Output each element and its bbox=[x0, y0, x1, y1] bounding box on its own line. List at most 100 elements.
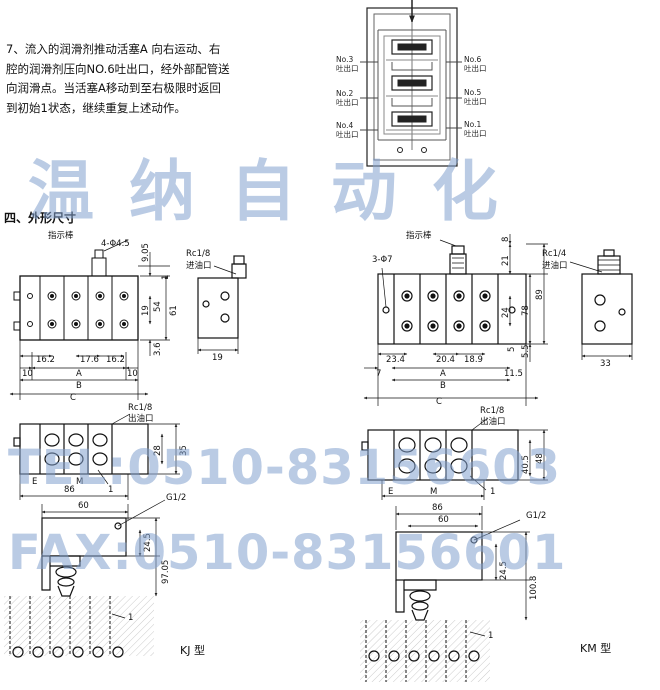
description-line: 向润滑点。当活塞A移动到至右极限时返回 bbox=[6, 81, 221, 95]
svg-text:8: 8 bbox=[501, 237, 511, 242]
svg-text:11.5: 11.5 bbox=[504, 369, 523, 379]
km-top-labels: Rc1/8 出油口 40.5 48 E M 1 bbox=[388, 406, 545, 497]
km-outlet-label: 出油口 bbox=[480, 416, 506, 427]
svg-text:33: 33 bbox=[600, 359, 611, 369]
svg-text:35: 35 bbox=[179, 445, 189, 456]
svg-text:23.4: 23.4 bbox=[386, 355, 405, 365]
svg-text:10: 10 bbox=[22, 369, 33, 379]
km-holes-label: 3-Φ7 bbox=[372, 255, 393, 265]
svg-text:M: M bbox=[76, 477, 83, 487]
svg-text:10: 10 bbox=[127, 369, 138, 379]
svg-text:E: E bbox=[388, 487, 393, 497]
svg-text:A: A bbox=[76, 369, 82, 379]
svg-text:60: 60 bbox=[438, 515, 449, 525]
svg-text:E: E bbox=[32, 477, 37, 487]
svg-text:3.6: 3.6 bbox=[153, 342, 163, 356]
svg-text:B: B bbox=[440, 381, 446, 391]
kj-mount-view bbox=[4, 499, 166, 658]
kj-g-port: G1/2 bbox=[166, 493, 186, 503]
kj-side-view bbox=[197, 255, 247, 354]
outlet-no1-label: No.1 bbox=[464, 120, 481, 129]
kj-top-labels: Rc1/8 出油口 28 35 E M 1 86 bbox=[32, 403, 189, 495]
kj-top-view bbox=[13, 413, 180, 500]
km-inlet-port: Rc1/4 bbox=[542, 249, 566, 259]
description-line: 到初始1状态，继续重复上述动作。 bbox=[6, 100, 186, 115]
description-line: 腔的润滑剂压向NO.6吐出口，经外部配管送 bbox=[6, 61, 230, 76]
svg-text:1: 1 bbox=[161, 275, 171, 280]
svg-text:40.5: 40.5 bbox=[521, 455, 531, 474]
svg-text:19: 19 bbox=[212, 353, 223, 363]
kj-front-view bbox=[9, 239, 170, 400]
km-g-port: G1/2 bbox=[526, 511, 546, 521]
kj-outlet-port: Rc1/8 bbox=[128, 403, 152, 413]
svg-text:89: 89 bbox=[535, 289, 545, 300]
svg-text:A: A bbox=[440, 369, 446, 379]
kj-mount-labels: 60 G1/2 24.5 97.05 1 KJ 型 bbox=[78, 493, 205, 657]
km-side-labels: Rc1/4 进油口 33 bbox=[542, 249, 611, 369]
svg-text:吐出口: 吐出口 bbox=[336, 63, 359, 73]
svg-text:20.4: 20.4 bbox=[436, 355, 455, 365]
description-line: 7、流入的润滑剂推动活塞A 向右运动、右 bbox=[6, 42, 221, 56]
outlet-no5-label: No.5 bbox=[464, 88, 481, 97]
kj-front-labels: 指示棒 4-Φ4.5 16.2 17.6 16.2 10 10 A B C 9.… bbox=[22, 230, 179, 403]
svg-text:吐出口: 吐出口 bbox=[336, 97, 359, 107]
svg-text:24: 24 bbox=[501, 307, 511, 318]
svg-text:1: 1 bbox=[108, 485, 113, 495]
kj-outlet-label: 出油口 bbox=[128, 413, 154, 424]
svg-text:19: 19 bbox=[141, 305, 151, 316]
svg-text:100.8: 100.8 bbox=[529, 576, 539, 600]
svg-text:5.5: 5.5 bbox=[521, 344, 531, 358]
svg-text:24.5: 24.5 bbox=[499, 561, 509, 580]
svg-text:78: 78 bbox=[521, 305, 531, 316]
svg-text:97.05: 97.05 bbox=[161, 560, 171, 584]
outlet-no3-label: No.3 bbox=[336, 55, 353, 64]
svg-text:24.5: 24.5 bbox=[143, 533, 153, 552]
outlet-no2-label: No.2 bbox=[336, 89, 353, 98]
km-mount-labels: 86 60 G1/2 24.5 100.8 1 KM 型 bbox=[432, 503, 611, 655]
kj-model-label: KJ 型 bbox=[180, 643, 205, 657]
svg-text:54: 54 bbox=[153, 301, 163, 312]
svg-text:9.05: 9.05 bbox=[141, 243, 151, 262]
kj-inlet-port: Rc1/8 bbox=[186, 249, 210, 259]
svg-text:吐出口: 吐出口 bbox=[464, 128, 487, 138]
kj-holes-label: 4-Φ4.5 bbox=[101, 239, 130, 249]
svg-text:吐出口: 吐出口 bbox=[464, 63, 487, 73]
km-inlet-label: 进油口 bbox=[542, 260, 568, 271]
svg-text:B: B bbox=[76, 381, 82, 391]
svg-text:28: 28 bbox=[153, 445, 163, 456]
km-front-labels: 指示棒 3-Φ7 8 21 24 78 89 5.5 5 23.4 20.4 1… bbox=[372, 230, 545, 407]
km-front-view bbox=[363, 234, 548, 406]
svg-text:7: 7 bbox=[376, 369, 381, 379]
svg-text:M: M bbox=[430, 487, 437, 497]
kj-side-labels: Rc1/8 进油口 19 bbox=[186, 249, 223, 363]
km-top-view bbox=[361, 417, 548, 500]
km-mount-view bbox=[360, 506, 530, 682]
valve-schematic bbox=[360, 0, 462, 167]
section-title: 四、外形尺寸 bbox=[4, 211, 77, 225]
km-model-label: KM 型 bbox=[580, 641, 611, 655]
outlet-no4-label: No.4 bbox=[336, 121, 353, 130]
km-side-view bbox=[569, 249, 633, 360]
svg-text:60: 60 bbox=[78, 501, 89, 511]
svg-text:18.9: 18.9 bbox=[464, 355, 483, 365]
svg-text:1: 1 bbox=[490, 487, 495, 497]
svg-text:61: 61 bbox=[169, 305, 179, 316]
outlet-no6-label: No.6 bbox=[464, 55, 481, 64]
svg-text:48: 48 bbox=[535, 453, 545, 464]
svg-text:86: 86 bbox=[64, 485, 75, 495]
svg-text:5: 5 bbox=[507, 347, 517, 352]
svg-text:1: 1 bbox=[128, 613, 133, 623]
svg-text:16.2: 16.2 bbox=[106, 355, 125, 365]
km-indicator-label: 指示棒 bbox=[406, 230, 432, 241]
description-paragraph: 7、流入的润滑剂推动活塞A 向右运动、右 腔的润滑剂压向NO.6吐出口，经外部配… bbox=[6, 40, 256, 118]
svg-text:吐出口: 吐出口 bbox=[336, 129, 359, 139]
kj-inlet-label: 进油口 bbox=[186, 260, 212, 271]
svg-text:1: 1 bbox=[488, 631, 493, 641]
schematic-labels: No.3 吐出口 No.2 吐出口 No.4 吐出口 No.6 吐出口 No.5… bbox=[336, 55, 487, 139]
svg-text:16.2: 16.2 bbox=[36, 355, 55, 365]
svg-text:C: C bbox=[70, 393, 76, 403]
svg-text:21: 21 bbox=[501, 255, 511, 266]
svg-text:86: 86 bbox=[432, 503, 443, 513]
km-outlet-port: Rc1/8 bbox=[480, 406, 504, 416]
